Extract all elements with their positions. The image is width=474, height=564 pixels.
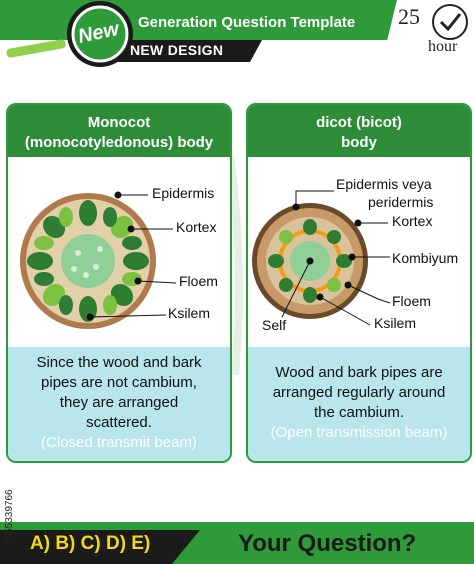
label-epidermis-line1: Epidermis veya <box>336 176 432 192</box>
dicot-card-header: dicot (bicot) body <box>248 105 470 157</box>
monocot-desc-line3: they are arranged <box>59 394 179 411</box>
monocot-desc-line4: scattered. <box>86 414 152 431</box>
dicot-card: dicot (bicot) body Epidermis veya peride… <box>246 103 472 463</box>
label-xylem-dicot: Ksilem <box>374 315 417 331</box>
watermark-id: #555339766 <box>4 489 15 545</box>
monocot-description-panel: Since the wood and bark pipes are not ca… <box>8 347 230 461</box>
dicot-note: (Open transmission beam) <box>270 424 448 441</box>
label-cambium: Kombiyum <box>392 250 459 266</box>
subtitle-band <box>112 40 262 62</box>
label-xylem: Ksilem <box>168 305 211 321</box>
page-title: Generation Question Template <box>138 14 356 31</box>
dicot-description-panel: Wood and bark pipes are arranged regular… <box>248 347 470 461</box>
label-cortex-dicot: Kortex <box>392 213 433 229</box>
monocot-title-line2: (monocotyledonous) body <box>24 134 214 151</box>
answers-band <box>0 530 200 564</box>
label-epidermis: Epidermis <box>152 185 215 201</box>
monocot-desc-line1: Since the wood and bark <box>36 354 202 371</box>
question-prompt: Your Question? <box>238 530 417 557</box>
dicot-desc-line1: Wood and bark pipes are <box>275 364 443 381</box>
page-subtitle: NEW DESIGN <box>130 42 224 58</box>
monocot-note: (Closed transmit beam) <box>41 434 197 451</box>
magnifier-icon <box>6 1 133 67</box>
label-phloem: Floem <box>179 273 218 289</box>
label-cortex: Kortex <box>176 219 217 235</box>
timer-unit: hour <box>428 38 458 55</box>
label-phloem-dicot: Floem <box>392 293 431 309</box>
label-epidermis-line2: peridermis <box>368 194 434 210</box>
vascular-bundles <box>27 200 149 322</box>
dicot-desc-line3: the cambium. <box>313 404 405 421</box>
timer-value: 25 <box>398 4 420 29</box>
timer-panel <box>380 0 474 70</box>
answer-options: A) B) C) D) E) <box>30 533 151 554</box>
monocot-card-header: Monocot (monocotyledonous) body <box>8 105 230 157</box>
dicot-stem-diagram <box>252 190 391 326</box>
clock-icon <box>432 4 468 40</box>
monocot-desc-line2: pipes are not cambium, <box>41 374 197 391</box>
monocot-stem-diagram <box>20 191 177 329</box>
dicot-title-line1: dicot (bicot) <box>316 114 402 131</box>
label-pith: Self <box>262 317 287 333</box>
dicot-title-line2: body <box>341 134 377 151</box>
monocot-card: Monocot (monocotyledonous) body <box>6 103 232 463</box>
dicot-vascular-bundles <box>268 219 352 303</box>
dicot-desc-line2: arranged regularly around <box>272 384 446 401</box>
monocot-title-line1: Monocot <box>87 114 151 131</box>
